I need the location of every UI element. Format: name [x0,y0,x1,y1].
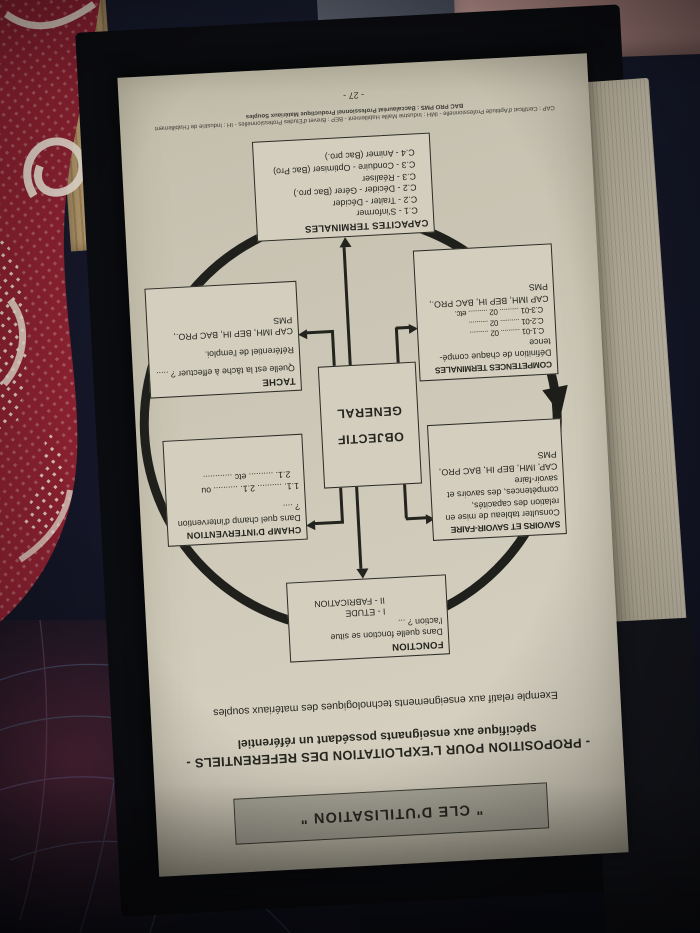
diagram: FONCTION Dans quelle fonction se situe l… [129,119,610,670]
box-header: FONCTION [391,638,444,653]
doc-example-line: Exemple relatif aux enseignements techno… [212,688,559,719]
banner-box: " CLE D'UTILISATION " [233,782,550,845]
cycle-arrow-icon [542,384,574,418]
arrow-down-icon [339,236,352,248]
box-line: Référentiel de l'emploi. [204,344,295,360]
box-competences: COMPETENCES TERMINALES Définition de cha… [412,243,559,382]
box-champ-intervention: CHAMP D'INTERVENTION Dans quel champ d'i… [162,433,308,547]
box-savoirs: SAVOIRS ET SAVOIR-FAIRE Consulter tablea… [426,418,567,541]
box-tache: TACHE Quelle est la tâche à effectuer ? … [144,280,303,399]
document-page: " CLE D'UTILISATION " - PROPOSITION POUR… [117,53,629,877]
center-line: GENERAL [336,403,403,421]
box-fonction: FONCTION Dans quelle fonction se situe l… [286,574,451,663]
center-line: OBJECTIF [336,429,405,447]
box-header: TACHE [261,374,296,388]
arrow-up-icon [356,568,369,579]
box-capacites: CAPACITES TERMINALES C.1 - S'informer C.… [251,132,435,242]
box-objectif-general: OBJECTIF GENERAL [317,361,423,489]
